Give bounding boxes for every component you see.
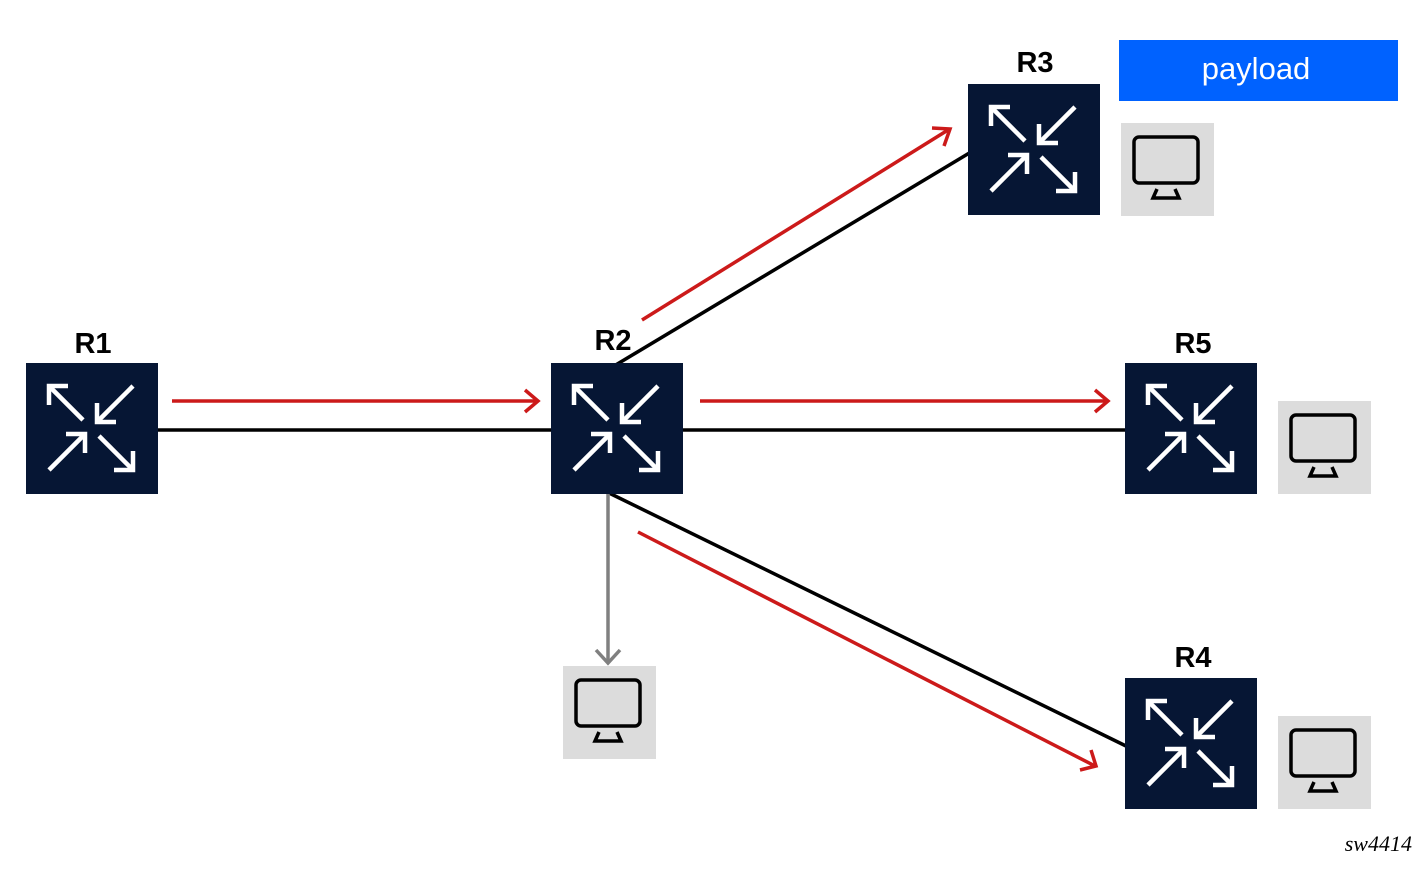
flow-arrow-r2-r5 [700, 388, 1111, 414]
router-r4[interactable] [1125, 678, 1257, 809]
router-r2-label: R2 [594, 325, 631, 357]
host-r2[interactable] [563, 666, 656, 759]
figure-id: sw4414 [1345, 831, 1412, 856]
host-r5[interactable] [1278, 401, 1371, 494]
router-r5-label: R5 [1174, 328, 1211, 360]
host-r3[interactable] [1121, 123, 1214, 216]
local-delivery-arrow [594, 492, 622, 666]
payload-box: payload [1119, 40, 1398, 101]
router-r1-label: R1 [74, 328, 111, 360]
router-r1[interactable] [26, 363, 158, 494]
router-r5[interactable] [1125, 363, 1257, 494]
flow-arrow-r1-r2 [172, 388, 541, 414]
host-r4[interactable] [1278, 716, 1371, 809]
payload-label: payload [1202, 51, 1311, 86]
flow-arrow-r2-r4 [637, 530, 1099, 772]
router-r2[interactable] [551, 363, 683, 494]
link-r2-r3 [613, 150, 972, 368]
flows-layer [172, 126, 1111, 772]
router-r3-label: R3 [1016, 47, 1053, 79]
flow-arrow-r2-r3 [641, 126, 953, 322]
links-layer [153, 150, 1127, 748]
link-r2-r4 [606, 490, 1127, 748]
router-r4-label: R4 [1174, 642, 1211, 674]
router-r3[interactable] [968, 84, 1100, 215]
